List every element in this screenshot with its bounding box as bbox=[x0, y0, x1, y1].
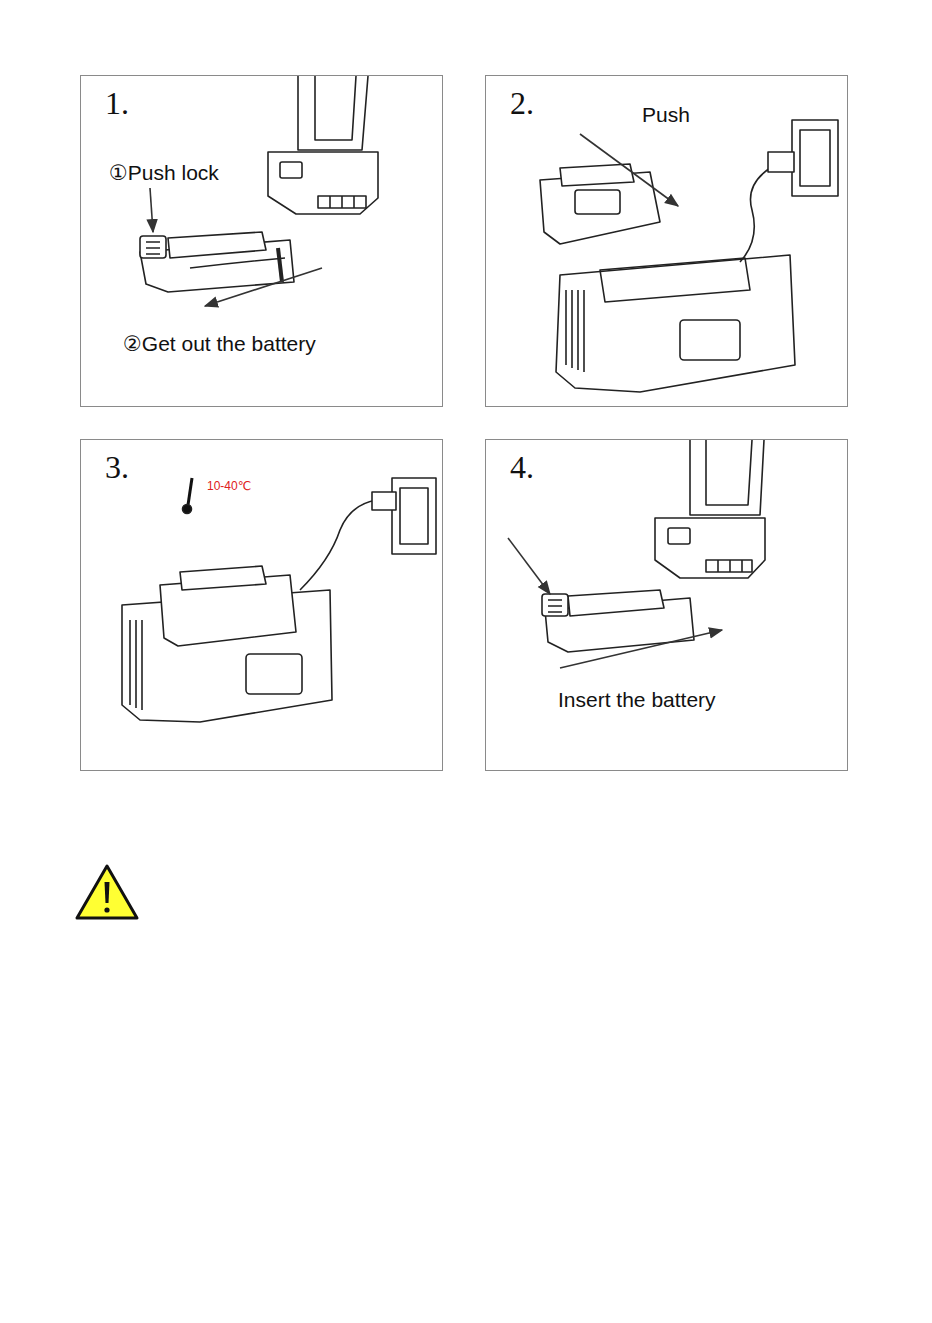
battery-drawing bbox=[540, 164, 660, 244]
wall-socket bbox=[768, 120, 838, 196]
tool-drawing bbox=[268, 76, 378, 214]
power-cord bbox=[300, 500, 376, 590]
battery-drawing bbox=[140, 232, 294, 292]
step-panel: 2. Push bbox=[485, 75, 848, 407]
callout-label: Push bbox=[640, 103, 692, 126]
temperature-range: 10-40℃ bbox=[205, 480, 253, 493]
step-number: 2. bbox=[508, 86, 536, 121]
thermometer-icon bbox=[183, 478, 193, 514]
step-number: 1. bbox=[103, 86, 131, 121]
step-panel: 3. 10-40℃ bbox=[80, 439, 443, 771]
step-number: 4. bbox=[508, 450, 536, 485]
tool-drawing bbox=[655, 440, 765, 578]
step-panel: 1. ①Push lock ②Get out the battery bbox=[80, 75, 443, 407]
callout-label: Insert the battery bbox=[556, 688, 718, 711]
callout-label: ①Push lock bbox=[107, 161, 221, 184]
warning-symbol bbox=[77, 866, 137, 918]
step-number: 3. bbox=[103, 450, 131, 485]
charger-drawing bbox=[556, 255, 795, 392]
wall-socket bbox=[372, 478, 436, 554]
step-panel: 4. Insert the battery bbox=[485, 439, 848, 771]
power-cord bbox=[740, 168, 770, 262]
callout-label: ②Get out the battery bbox=[121, 332, 318, 355]
